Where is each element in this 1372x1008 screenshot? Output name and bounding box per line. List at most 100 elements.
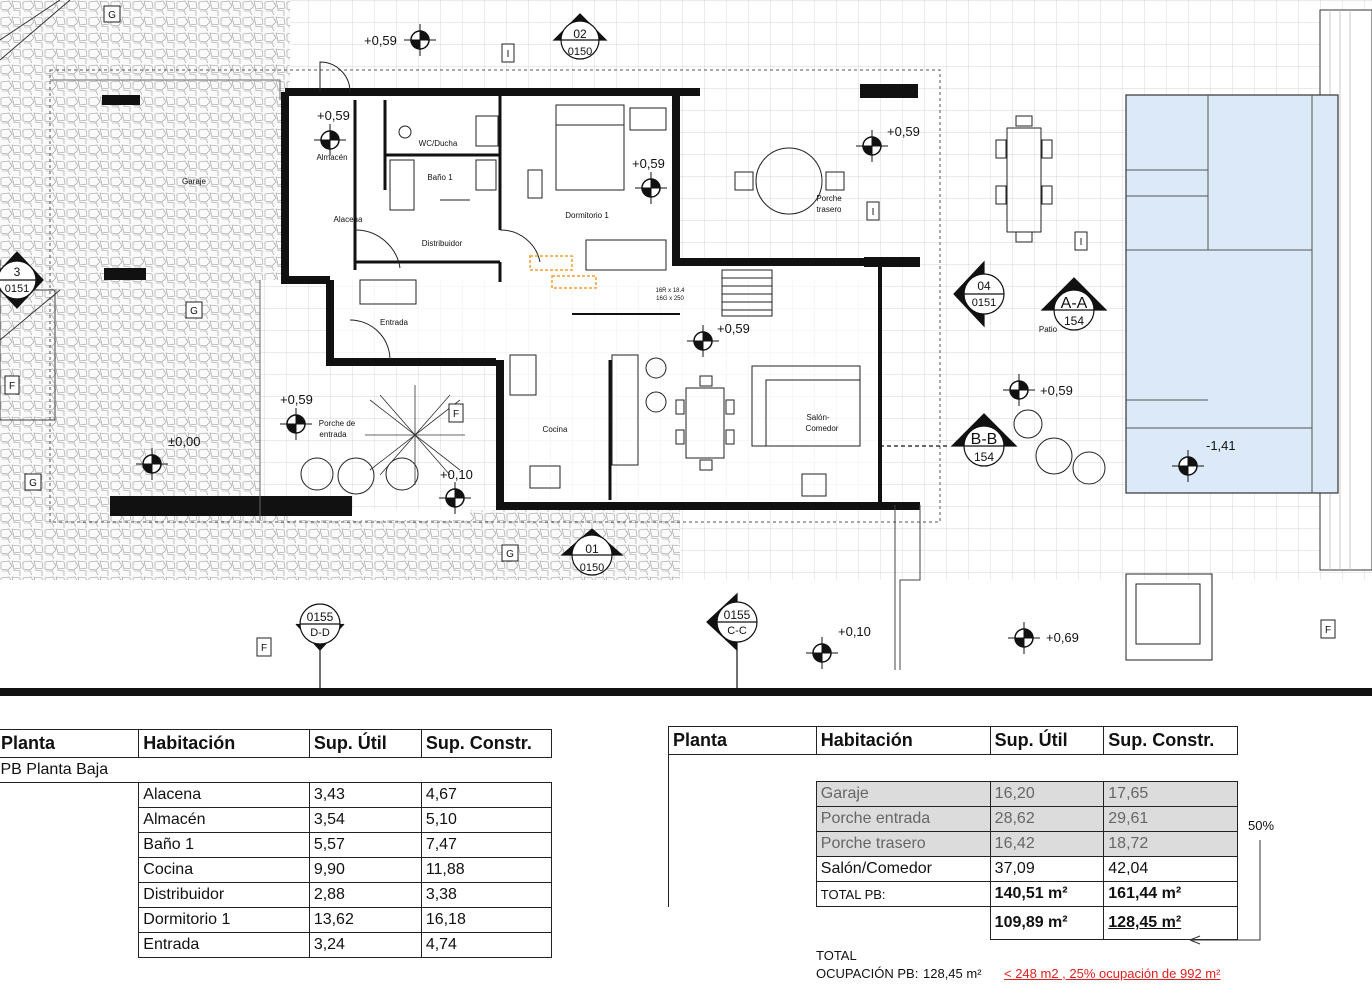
section-label: C-C	[727, 625, 747, 637]
tag-boxes: G G G G F F F F I I I	[4, 5, 1336, 657]
label-porche-trasero-2: trasero	[817, 205, 842, 214]
col-header: Sup. Útil	[308, 729, 422, 758]
walls	[281, 88, 920, 510]
tag-i: I	[1080, 237, 1083, 248]
pool	[1125, 94, 1339, 494]
room-name: Alacena	[138, 782, 310, 808]
level-label: +0,69	[1046, 630, 1079, 645]
area-table-left: Planta Habitación Sup. Útil Sup. Constr.…	[0, 729, 553, 958]
level-label: -1,41	[1206, 438, 1236, 453]
section-markers	[0, 13, 1108, 690]
sup-constr: 4,67	[420, 782, 553, 808]
label-distribuidor: Distribuidor	[422, 239, 463, 248]
label-comedor: Comedor	[806, 424, 839, 433]
section-label: 0155	[307, 610, 334, 624]
total-label: TOTAL PB:	[815, 881, 991, 907]
col-header: Sup. Constr.	[420, 729, 553, 758]
level-label: +0,59	[1040, 383, 1073, 398]
section-label: 0155	[724, 608, 751, 622]
level-label: +0,10	[440, 467, 473, 482]
col-header: Sup. Útil	[989, 726, 1105, 755]
room-name: Almacén	[138, 807, 310, 833]
level-label: +0,59	[317, 108, 350, 123]
level-label: +0,59	[280, 392, 313, 407]
sup-util: 5,57	[308, 832, 422, 858]
floor-plan: Almacén WC/Ducha Baño 1 Alacena Distribu…	[0, 0, 1372, 696]
section-label: 0150	[568, 46, 592, 58]
sup-constr: 29,61	[1103, 806, 1238, 832]
wall-bars	[102, 84, 918, 516]
col-header: Sup. Constr.	[1103, 726, 1238, 755]
section-label: 01	[585, 542, 599, 556]
room-name: Porche trasero	[815, 831, 991, 857]
sup-constr: 42,04	[1103, 856, 1238, 882]
room-name: Salón/Comedor	[815, 856, 991, 882]
orange-marks	[529, 255, 597, 289]
section-label: 04	[977, 279, 991, 293]
sup-util: 3,43	[308, 782, 422, 808]
tag-g: G	[190, 306, 198, 317]
label-salon: Salón-	[806, 413, 829, 422]
room-name: Cocina	[138, 857, 310, 883]
col-header: Habitación	[138, 729, 310, 758]
percent-label: 50%	[1248, 818, 1275, 833]
sup-util: 16,20	[989, 781, 1105, 807]
ocupacion-label-1: TOTAL	[816, 948, 857, 963]
sup-util: 16,42	[989, 831, 1105, 857]
section-label: 154	[974, 450, 994, 464]
label-porche-entrada-2: entrada	[319, 430, 347, 439]
room-labels: Almacén WC/Ducha Baño 1 Alacena Distribu…	[182, 139, 1058, 439]
sup-constr: 17,65	[1103, 781, 1238, 807]
section-label: 0151	[5, 283, 29, 295]
sup-util: 9,90	[308, 857, 422, 883]
label-porche-trasero: Porche	[816, 194, 842, 203]
level-label: ±0,00	[168, 434, 200, 449]
room-name: Entrada	[138, 932, 310, 958]
level-label: +0,59	[632, 156, 665, 171]
sup-util: 3,54	[308, 807, 422, 833]
section-label: A-A	[1061, 295, 1088, 312]
col-header: Planta	[668, 726, 817, 755]
level-label: +0,59	[717, 321, 750, 336]
tag-i: I	[872, 207, 875, 218]
label-patio: Patio	[1039, 325, 1058, 334]
label-porche-entrada: Porche de	[319, 419, 356, 428]
tag-g: G	[29, 478, 37, 489]
section-label: 3	[14, 265, 21, 279]
interior-floor	[285, 92, 880, 508]
ocupacion-label-2: OCUPACIÓN PB:	[816, 966, 919, 981]
sub-constr: 128,45 m²	[1103, 906, 1238, 940]
tag-f: F	[9, 381, 15, 392]
doors	[319, 61, 541, 361]
section-labels: 02 0150 01 0150 3 0151 04 0151 A-A 154 B…	[5, 27, 1088, 639]
label-alacena: Alacena	[334, 215, 363, 224]
sup-util: 3,24	[308, 932, 422, 958]
section-label: D-D	[310, 627, 330, 639]
tag-f: F	[1325, 625, 1331, 636]
label-almacen: Almacén	[316, 153, 347, 162]
sup-constr: 4,74	[420, 932, 553, 958]
leader-line	[1189, 840, 1261, 945]
sup-util: 13,62	[308, 907, 422, 933]
ocupacion-note: < 248 m2 , 25% ocupación de 992 m²	[1004, 966, 1221, 981]
sup-util: 28,62	[989, 806, 1105, 832]
planta-label: PB Planta Baja	[0, 757, 552, 783]
sup-constr: 11,88	[420, 857, 553, 883]
sup-constr: 18,72	[1103, 831, 1238, 857]
sup-constr: 7,47	[420, 832, 553, 858]
tag-g: G	[506, 549, 514, 560]
furniture	[300, 104, 1213, 661]
total-util: 140,51 m²	[989, 881, 1105, 907]
section-label: 0150	[580, 562, 604, 574]
tag-g: G	[108, 10, 116, 21]
section-label: B-B	[971, 431, 998, 448]
level-markers	[136, 24, 1204, 669]
sub-util: 109,89 m²	[989, 906, 1105, 940]
